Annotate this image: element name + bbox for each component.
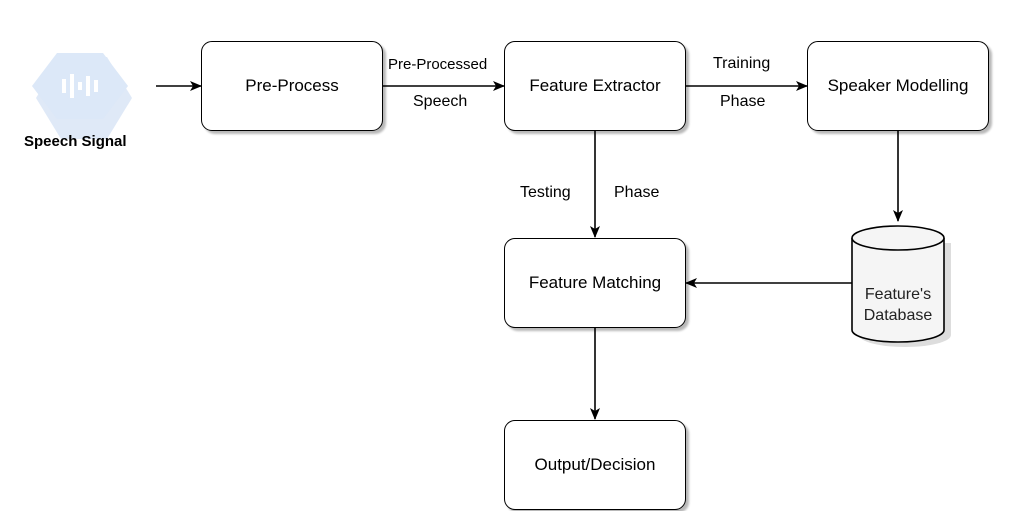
- database-label-line2: Database: [863, 307, 933, 324]
- feature-extractor-box[interactable]: Feature Extractor: [504, 41, 686, 131]
- edge-label-speech: Speech: [413, 93, 468, 110]
- edge-label-phase-training: Phase: [720, 93, 766, 110]
- feature-matching-label: Feature Matching: [528, 273, 662, 292]
- edge-label-testing: Testing: [520, 184, 571, 201]
- output-decision-box[interactable]: Output/Decision: [504, 420, 686, 510]
- feature-extractor-label: Feature Extractor: [529, 76, 661, 95]
- pre-process-label: Pre-Process: [245, 76, 339, 95]
- edge-label-training: Training: [713, 55, 771, 72]
- speech-signal-label: Speech Signal: [24, 133, 127, 150]
- output-decision-label: Output/Decision: [534, 455, 656, 474]
- database-cylinder: [851, 225, 951, 347]
- speech-waveform-icon: [32, 53, 132, 139]
- pre-process-box[interactable]: Pre-Process: [201, 41, 383, 131]
- feature-matching-box[interactable]: Feature Matching: [504, 238, 686, 328]
- speaker-modelling-label: Speaker Modelling: [827, 76, 969, 95]
- edge-label-phase-testing: Phase: [614, 184, 660, 201]
- database-label-line1: Feature's: [864, 286, 932, 303]
- edge-label-preprocessed: Pre-Processed: [388, 56, 488, 73]
- speaker-modelling-box[interactable]: Speaker Modelling: [807, 41, 989, 131]
